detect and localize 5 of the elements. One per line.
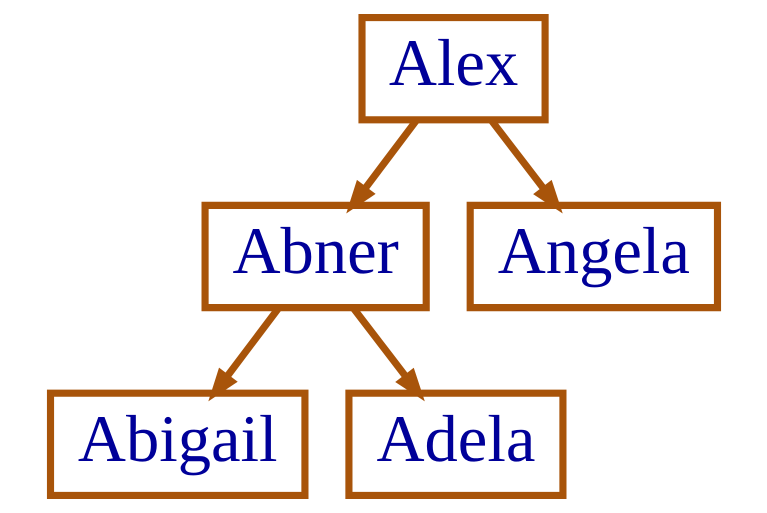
node-box: Angela — [466, 202, 721, 312]
node-box: Adela — [344, 390, 566, 500]
node-box: Alex — [358, 14, 548, 124]
node-box: Abigail — [46, 390, 308, 500]
node-box: Abner — [201, 202, 430, 312]
